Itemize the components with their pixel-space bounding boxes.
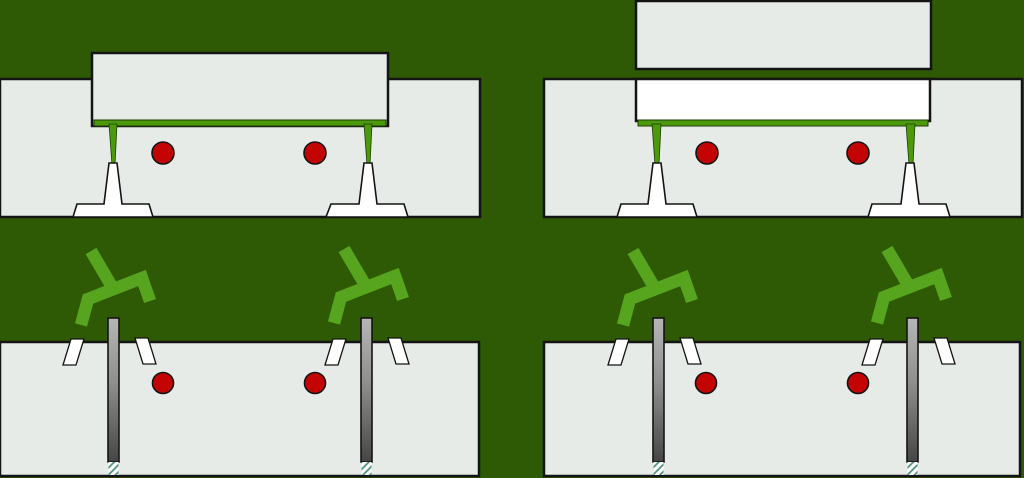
rebar-top-right-2	[846, 141, 870, 165]
cavity-top-right	[634, 77, 932, 123]
keying-slot-bottom-right-1	[607, 338, 630, 366]
keying-slot-bottom-left-4	[387, 337, 410, 365]
fixing-pin-bottom-left-1	[107, 317, 120, 463]
rebar-top-left-1	[151, 141, 175, 165]
drill-hatch-bottom-left-2	[361, 462, 372, 475]
keying-slot-bottom-right-4	[933, 337, 956, 365]
drill-hatch-bottom-right-1	[653, 462, 664, 475]
fixing-pin-bottom-right-2	[906, 317, 919, 463]
keying-slot-bottom-left-3	[324, 338, 347, 366]
keying-slot-bottom-left-1	[62, 338, 85, 366]
anchor-plug-top-right-2	[866, 162, 952, 218]
rebar-bottom-right-1	[694, 371, 718, 395]
anchor-plug-top-left-2	[324, 162, 410, 218]
rebar-top-right-1	[695, 141, 719, 165]
rebar-bottom-left-1	[151, 371, 175, 395]
keying-slot-bottom-left-2	[134, 337, 157, 365]
fixing-pin-bottom-left-2	[360, 317, 373, 463]
keying-slot-bottom-right-3	[861, 338, 884, 366]
drill-hatch-bottom-left-1	[108, 462, 119, 475]
drill-hatch-bottom-right-2	[907, 462, 918, 475]
keying-slot-bottom-right-2	[679, 337, 702, 365]
anchor-tie-bottom-right-1	[616, 247, 698, 327]
anchor-tie-bottom-right-2	[870, 245, 952, 325]
slab-bottom-right	[542, 340, 1022, 478]
anchor-plug-top-left-1	[71, 162, 155, 218]
anchor-tie-bottom-left-1	[74, 247, 156, 327]
rebar-top-left-2	[303, 141, 327, 165]
anchor-plug-top-right-1	[615, 162, 699, 218]
adhesive-layer-top-left	[93, 119, 387, 127]
rebar-bottom-left-2	[303, 371, 327, 395]
anchor-tie-bottom-left-2	[327, 245, 409, 325]
repair-patch-top-right-lifted	[634, 0, 933, 71]
rebar-bottom-right-2	[846, 371, 870, 395]
adhesive-layer-top-right	[637, 119, 929, 127]
repair-patch-top-left	[90, 51, 390, 128]
fixing-pin-bottom-right-1	[652, 317, 665, 463]
